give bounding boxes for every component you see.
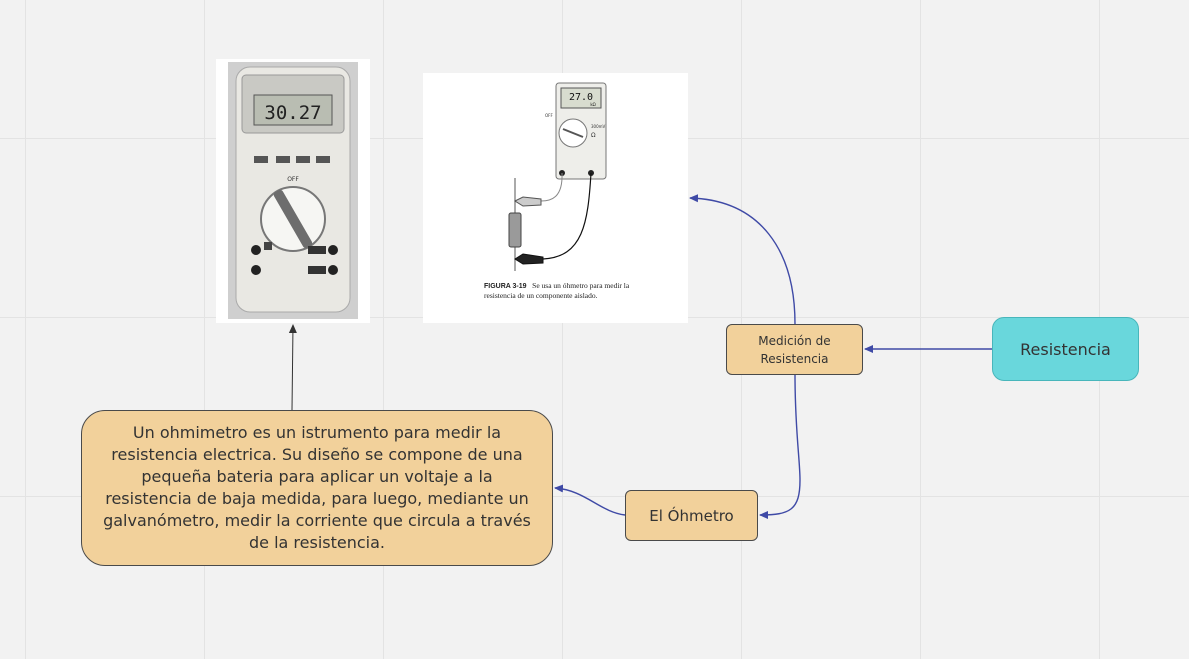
photo-display: 30.27 [264,102,321,124]
node-el-ohmetro[interactable]: El Óhmetro [625,490,758,541]
multimeter-photo[interactable]: 30.27 OFF [216,59,370,323]
figure-caption-label: FIGURA 3-19 [484,283,527,290]
node-ohmetro-label: El Óhmetro [649,506,734,525]
connector-desc-photo [288,324,297,411]
connector-medicion-ohmetro [759,374,801,519]
node-descripcion-text: Un ohmimetro es un istrumento para medir… [103,423,531,552]
photo-dial-label: OFF [287,176,299,183]
figure-dial-mv: 300mV [591,124,606,129]
figure-caption-text: Se usa un óhmetro para medir la resisten… [484,281,630,300]
node-medicion-de-resistencia[interactable]: Medición de Resistencia [726,324,863,375]
connector-medicion-figure [689,194,796,325]
figure-caption: FIGURA 3-19 Se usa un óhmetro para medir… [484,281,644,300]
node-descripcion-ohmimetro[interactable]: Un ohmimetro es un istrumento para medir… [81,410,553,566]
figure-unit: kΩ [590,102,595,107]
connector-ohmetro-desc [554,484,626,516]
figure-dial-ohm: Ω [591,132,596,139]
figure-display: 27.0 [569,92,593,103]
node-resistencia[interactable]: Resistencia [992,317,1139,381]
node-resistencia-label: Resistencia [1020,339,1111,359]
ohmmeter-figure[interactable]: 27.0 kΩ OFF 300mV Ω FIGURA 3-19 Se usa u… [423,73,688,323]
node-medicion-label: Medición de Resistencia [758,333,831,366]
figure-dial-off: OFF [545,113,553,118]
